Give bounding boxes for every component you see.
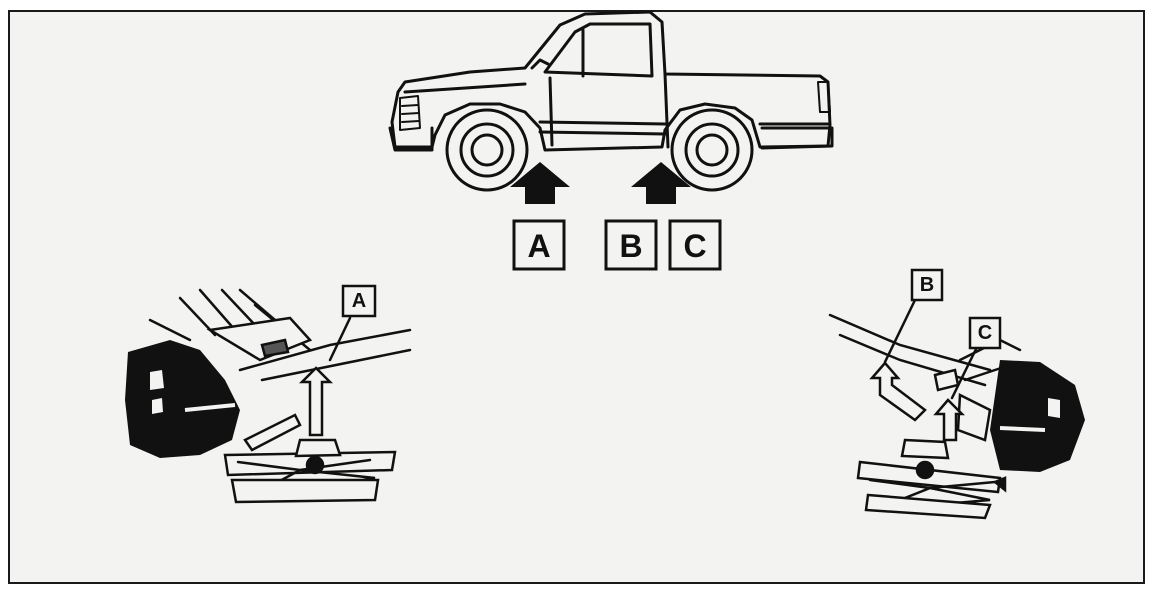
label-box-b: B xyxy=(606,221,656,269)
svg-text:C: C xyxy=(683,228,706,264)
rear-jack-detail-illustration: B C xyxy=(830,270,1085,518)
svg-text:A: A xyxy=(527,228,550,264)
svg-text:B: B xyxy=(619,228,642,264)
label-box-c: C xyxy=(670,221,720,269)
label-box-c-detail: C xyxy=(970,318,1000,348)
front-jack-detail-illustration: A xyxy=(125,286,410,502)
svg-text:B: B xyxy=(920,274,934,296)
svg-text:A: A xyxy=(352,290,366,312)
pickup-truck-illustration xyxy=(390,12,832,190)
svg-text:C: C xyxy=(978,322,992,344)
label-box-a-detail: A xyxy=(343,286,375,316)
label-box-a: A xyxy=(514,221,564,269)
label-box-b-detail: B xyxy=(912,270,942,300)
